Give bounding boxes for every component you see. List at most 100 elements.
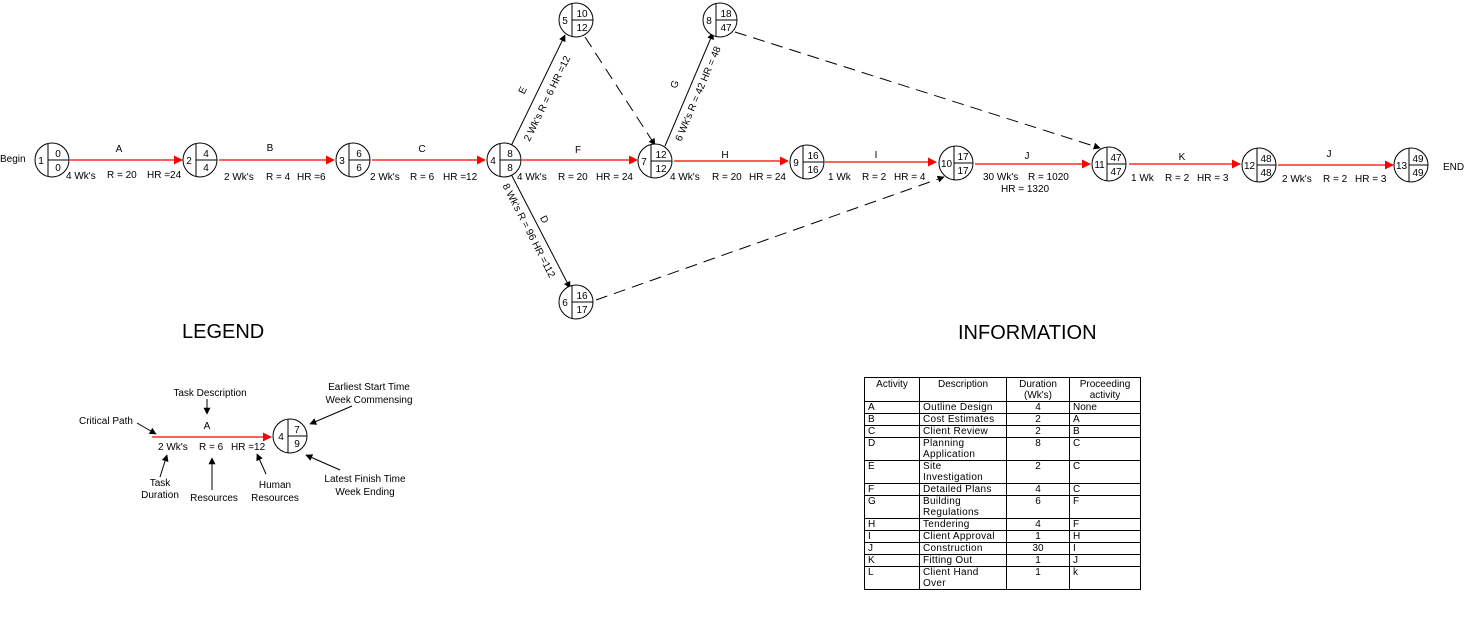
end-label: END — [1443, 162, 1464, 173]
activity-d-details: 8 Wk's R = 96 HR =112 — [500, 182, 557, 280]
legend-node: 4 7 9 — [272, 418, 308, 454]
node-id: 5 — [562, 16, 568, 27]
table-header-row: Activity Description Duration (Wk's) Pro… — [864, 377, 1141, 402]
node-est: 12 — [655, 150, 667, 161]
cell-description: Cost Estimates — [919, 413, 1007, 426]
node-est: 49 — [1412, 154, 1424, 165]
arrow-g — [664, 32, 714, 147]
cell-proceeding: C — [1069, 483, 1141, 496]
activity-k-duration: 1 Wk — [1131, 173, 1155, 184]
begin-label: Begin — [0, 154, 26, 165]
activity-j-resources: R = 1020 — [1028, 172, 1069, 183]
activity-j2-resources: R = 2 — [1323, 174, 1348, 185]
cell-duration: 4 — [1006, 483, 1070, 496]
node-9: 9 16 16 — [789, 144, 825, 180]
activity-g-details: 6 Wk's R = 42 HR = 48 — [674, 45, 724, 144]
table-row: E Site Investigation 2 C — [864, 460, 1141, 484]
activity-j2-human: HR = 3 — [1355, 174, 1387, 185]
activity-d-letter: D — [537, 214, 550, 225]
activity-k-human: HR = 3 — [1197, 173, 1229, 184]
cell-duration: 2 — [1006, 425, 1070, 438]
node-13: 13 49 49 — [1393, 147, 1429, 183]
activity-labels: A 4 Wk's R = 20 HR =24 B 2 Wk's R = 4 HR… — [66, 143, 1387, 195]
cell-proceeding: F — [1069, 495, 1141, 519]
cell-proceeding: J — [1069, 554, 1141, 567]
cell-activity: E — [864, 460, 920, 484]
cell-activity: J — [864, 542, 920, 555]
critical-path — [70, 155, 1394, 170]
dummy-5-7 — [584, 36, 656, 146]
node-10: 10 17 17 — [938, 145, 974, 181]
legend-earliest-2: Week Commensing — [325, 395, 412, 406]
node-6: 6 16 17 — [558, 284, 594, 320]
activity-h-resources: R = 20 — [712, 172, 742, 183]
table-row: D Planning Application 8 C — [864, 437, 1141, 461]
cell-description: Tendering — [919, 518, 1007, 531]
node-lft: 9 — [294, 439, 300, 450]
node-id: 9 — [793, 158, 799, 169]
table-row: J Construction 30 I — [864, 542, 1141, 555]
node-est: 18 — [720, 9, 732, 20]
legend-diagram: 4 7 9 Task Description A Critical Path 2… — [79, 382, 413, 504]
dummy-8-11 — [734, 31, 1101, 150]
legend-resources-label: Resources — [190, 493, 238, 504]
node-lft: 12 — [576, 23, 588, 34]
cell-activity: C — [864, 425, 920, 438]
table-row: I Client Approval 1 H — [864, 530, 1141, 543]
node-id: 1 — [38, 156, 44, 167]
legend-task-description: Task Description — [173, 388, 246, 399]
header-proceeding: Proceeding activity — [1069, 377, 1141, 402]
legend-letter: A — [204, 421, 211, 432]
node-est: 4 — [203, 149, 209, 160]
legend-title: LEGEND — [182, 321, 265, 343]
node-lft: 47 — [720, 23, 732, 34]
node-lft: 17 — [576, 305, 588, 316]
node-id: 13 — [1396, 161, 1408, 172]
cell-activity: A — [864, 401, 920, 414]
activity-a-resources: R = 20 — [107, 170, 137, 181]
table-row: L Client Hand Over 1 k — [864, 566, 1141, 590]
activity-j2-letter: J — [1327, 149, 1332, 160]
cell-activity: B — [864, 413, 920, 426]
legend-human-1: Human — [259, 480, 291, 491]
activity-f-duration: 4 Wk's — [517, 172, 547, 183]
cell-description: Client Approval — [919, 530, 1007, 543]
node-8: 8 18 47 — [702, 2, 738, 38]
node-id: 11 — [1094, 160, 1105, 171]
cell-description: Detailed Plans — [919, 483, 1007, 496]
activity-i-resources: R = 2 — [862, 172, 887, 183]
cell-description: Site Investigation — [919, 460, 1007, 484]
cell-description: Client Review — [919, 425, 1007, 438]
activity-a-letter: A — [116, 144, 123, 155]
cell-activity: D — [864, 437, 920, 461]
cell-description: Construction — [919, 542, 1007, 555]
node-id: 3 — [339, 156, 345, 167]
activity-h-human: HR = 24 — [749, 172, 786, 183]
legend-earliest-1: Earliest Start Time — [328, 382, 410, 393]
legend-task-duration-2: Duration — [141, 490, 179, 501]
node-11: 11 47 47 — [1091, 146, 1127, 182]
node-lft: 0 — [55, 163, 61, 174]
node-est: 17 — [957, 152, 969, 163]
table-row: A Outline Design 4 None — [864, 401, 1141, 414]
activity-c-duration: 2 Wk's — [370, 172, 400, 183]
node-lft: 47 — [1110, 167, 1122, 178]
activity-h-duration: 4 Wk's — [670, 172, 700, 183]
header-duration: Duration (Wk's) — [1006, 377, 1070, 402]
node-est: 7 — [294, 425, 300, 436]
node-2: 2 4 4 — [182, 142, 218, 178]
cell-duration: 1 — [1006, 566, 1070, 590]
activity-h-letter: H — [721, 150, 728, 161]
table-row: F Detailed Plans 4 C — [864, 483, 1141, 496]
table-row: B Cost Estimates 2 A — [864, 413, 1141, 426]
node-id: 6 — [562, 298, 568, 309]
table-row: H Tendering 4 F — [864, 518, 1141, 531]
node-lft: 4 — [203, 163, 209, 174]
arrow-d — [510, 173, 571, 289]
node-12: 12 48 48 — [1241, 147, 1277, 183]
activity-c-letter: C — [418, 144, 425, 155]
legend-latest-1: Latest Finish Time — [324, 474, 406, 485]
legend-resources: R = 6 — [199, 442, 224, 453]
node-est: 16 — [576, 291, 588, 302]
node-lft: 8 — [507, 163, 513, 174]
